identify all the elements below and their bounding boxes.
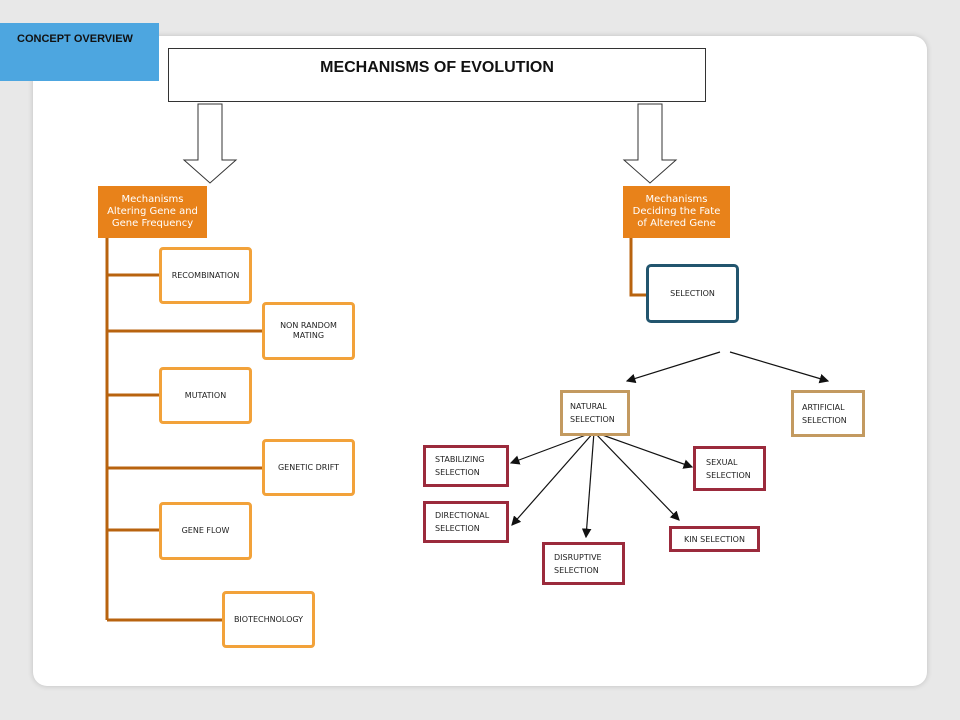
arrow-to-sexual (593, 431, 694, 469)
node-genetic-drift: GENETIC DRIFT (262, 439, 355, 496)
node-disruptive-selection: DISRUPTIVE SELECTION (542, 542, 625, 585)
node-non-random-mating: NON RANDOM MATING (262, 302, 355, 360)
node-artificial-selection: ARTIFICIAL SELECTION (791, 390, 865, 437)
right-branch-heading: Mechanisms Deciding the Fate of Altered … (623, 186, 730, 238)
connector-selection (629, 238, 652, 297)
node-recombination: RECOMBINATION (159, 247, 252, 304)
node-mutation: MUTATION (159, 367, 252, 424)
arrow-to-disruptive (581, 431, 595, 539)
diagram-title: MECHANISMS OF EVOLUTION (168, 48, 706, 102)
arrow-to-artificial (729, 351, 830, 384)
node-natural-selection: NATURAL SELECTION (560, 390, 630, 436)
concept-overview-tag: CONCEPT OVERVIEW (0, 23, 159, 81)
left-branch-heading: Mechanisms Altering Gene and Gene Freque… (98, 186, 207, 238)
arrow-to-natural (625, 351, 721, 384)
node-selection: SELECTION (646, 264, 739, 323)
arrow-to-kin (593, 431, 680, 521)
slide-panel (33, 36, 927, 686)
node-biotechnology: BIOTECHNOLOGY (222, 591, 315, 648)
node-stabilizing-selection: STABILIZING SELECTION (423, 445, 509, 487)
node-sexual-selection: SEXUAL SELECTION (693, 446, 766, 491)
node-directional-selection: DIRECTIONAL SELECTION (423, 501, 509, 543)
left-down-arrow (182, 103, 238, 184)
arrow-to-directional (511, 431, 595, 526)
arrow-to-stabilizing (509, 431, 595, 465)
node-gene-flow: GENE FLOW (159, 502, 252, 560)
right-down-arrow (622, 103, 678, 184)
node-kin-selection: KIN SELECTION (669, 526, 760, 552)
